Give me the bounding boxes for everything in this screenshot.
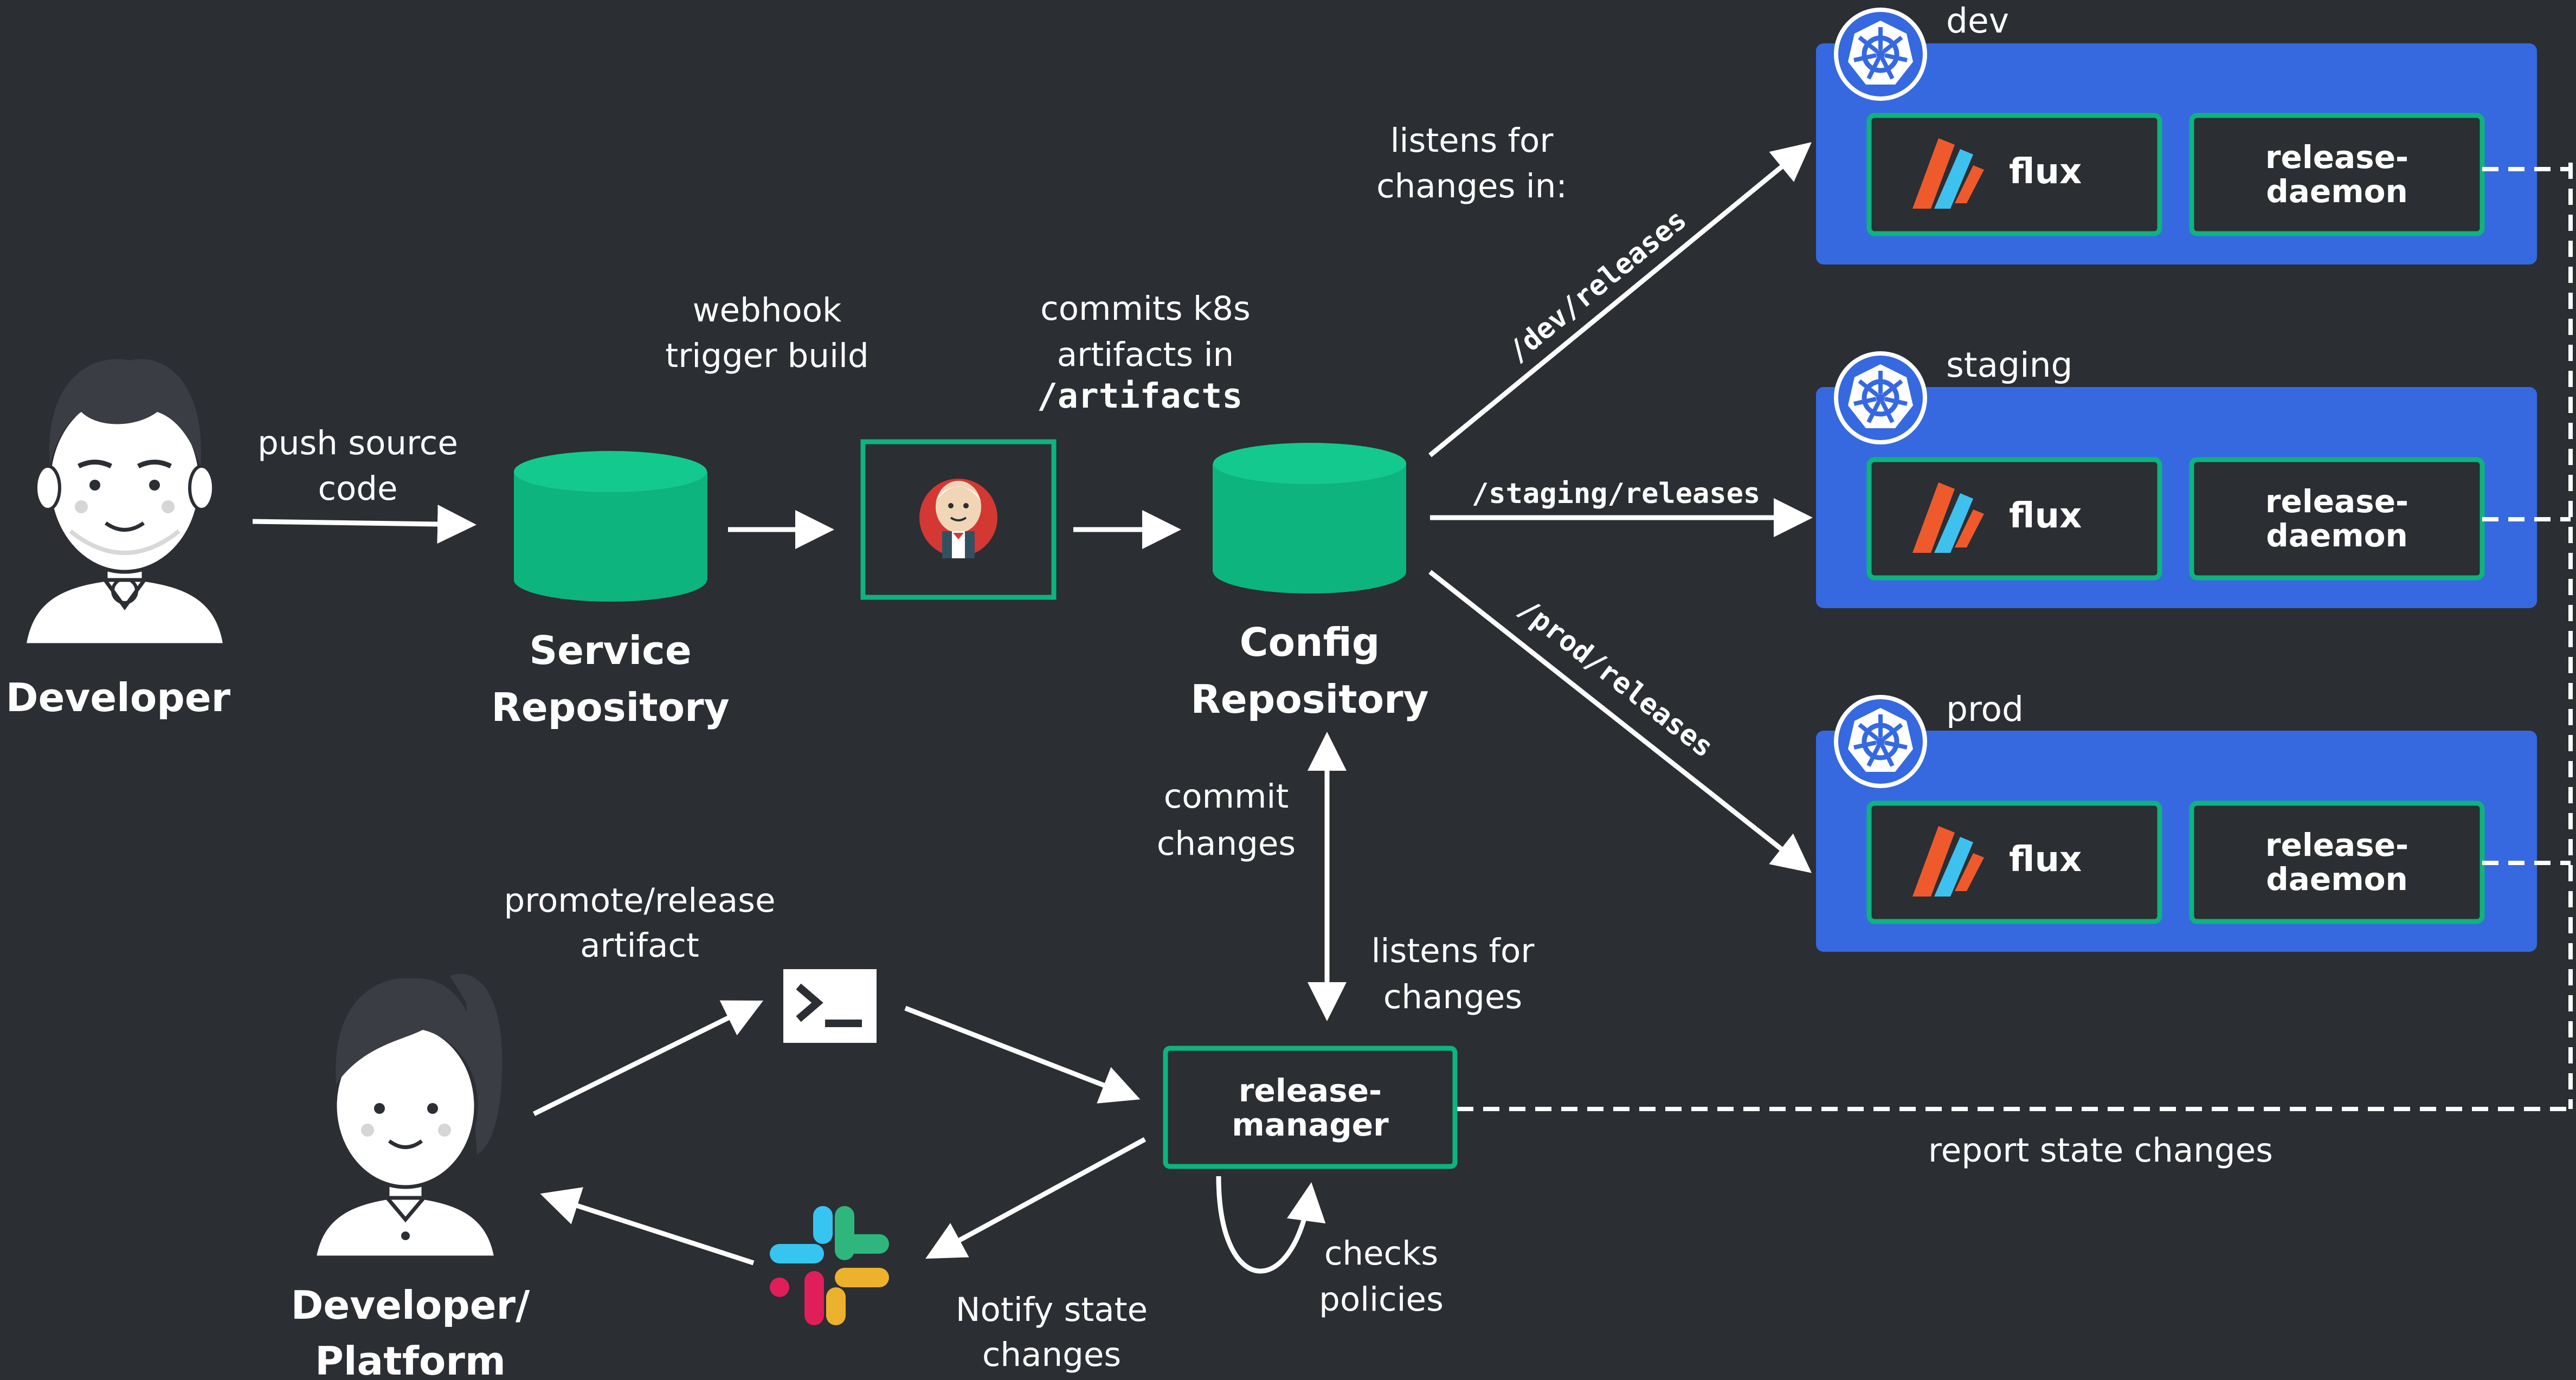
checks-label-line1: checks <box>1324 1234 1438 1273</box>
developer-platform-label-line1: Developer/ <box>291 1282 530 1328</box>
commits-label-line2: artifacts in <box>1057 336 1234 374</box>
promote-arrow <box>533 1000 764 1117</box>
kubernetes-icon <box>1836 697 1925 786</box>
service-repository-label-line1: Service <box>529 628 691 673</box>
release-daemon-label-line1: release- <box>2265 827 2408 863</box>
release-manager-box <box>1163 1046 1458 1169</box>
checks-policies-loop <box>1216 1176 1326 1274</box>
service-repository-icon <box>514 451 707 602</box>
config-repository-icon <box>1213 443 1406 594</box>
report-state-lines <box>1457 163 2573 1111</box>
promote-label-line1: promote/release <box>504 881 776 920</box>
developer-label: Developer <box>6 675 231 720</box>
push-label-line2: code <box>318 469 397 508</box>
developer-platform-avatar <box>312 973 503 1260</box>
push-label-line1: push source <box>257 424 458 462</box>
notify-label-line2: changes <box>982 1336 1121 1374</box>
dev-path-label: /dev/releases <box>1502 203 1693 369</box>
flux-label: flux <box>2009 496 2082 536</box>
commit-changes-label-line2: changes <box>1157 824 1296 863</box>
release-daemon-label-line1: release- <box>2265 139 2408 176</box>
config-repository-label-line1: Config <box>1240 620 1380 665</box>
staging-path-label: /staging/releases <box>1472 478 1760 510</box>
listens-label-line2: changes in: <box>1376 167 1567 205</box>
release-daemon-label-line2: daemon <box>2266 173 2408 210</box>
listens-label-line1: listens for <box>1390 121 1554 160</box>
cluster-staging: staging flux release- daemon <box>1816 345 2537 608</box>
slack-icon <box>770 1206 889 1325</box>
release-manager-label-line1: release- <box>1239 1072 1382 1109</box>
checks-label-line2: policies <box>1319 1280 1444 1319</box>
kubernetes-icon <box>1836 353 1925 442</box>
jenkins-icon <box>919 479 997 558</box>
developer-avatar <box>22 359 228 647</box>
cluster-prod: prod flux release- daemon <box>1816 689 2537 952</box>
release-daemon-label-line2: daemon <box>2266 517 2408 554</box>
developer-platform-label-line2: Platform <box>315 1338 506 1380</box>
release-daemon-label-line1: release- <box>2265 483 2408 520</box>
release-manager-label-line2: manager <box>1232 1106 1389 1143</box>
push-arrow <box>252 505 476 544</box>
cluster-dev: dev flux release- daemon <box>1816 1 2537 265</box>
release-daemon-label-line2: daemon <box>2266 861 2408 898</box>
cluster-env-label: dev <box>1946 1 2009 41</box>
prod-path-label: /prod/releases <box>1512 592 1720 764</box>
listens-changes-label-line2: changes <box>1383 978 1522 1016</box>
flux-label: flux <box>2009 152 2082 192</box>
release-daemon-box <box>2189 113 2485 236</box>
kubernetes-icon <box>1836 10 1925 99</box>
cluster-env-label: staging <box>1946 345 2073 385</box>
service-repository-label-line2: Repository <box>491 685 729 730</box>
terminal-to-manager-arrow <box>904 1005 1141 1104</box>
webhook-label-line1: webhook <box>693 291 842 330</box>
notify-label-line1: Notify state <box>956 1291 1148 1329</box>
notify-arrow <box>925 1137 1147 1259</box>
cluster-env-label: prod <box>1946 689 2024 729</box>
report-state-label: report state changes <box>1928 1131 2273 1170</box>
dev-release-arrow <box>1428 142 1812 457</box>
config-repository-label-line2: Repository <box>1190 676 1428 722</box>
slack-to-developer-arrow <box>540 1187 755 1266</box>
webhook-label-line2: trigger build <box>665 337 868 375</box>
commit-changes-label-line1: commit <box>1164 777 1289 816</box>
prod-release-arrow <box>1428 570 1812 873</box>
promote-label-line2: artifact <box>580 926 699 965</box>
listens-changes-label-line1: listens for <box>1371 932 1535 970</box>
commits-label-path: /artifacts <box>1037 376 1242 416</box>
commits-label-line1: commits k8s <box>1040 289 1251 328</box>
flux-label: flux <box>2009 840 2082 880</box>
terminal-icon <box>783 969 877 1043</box>
